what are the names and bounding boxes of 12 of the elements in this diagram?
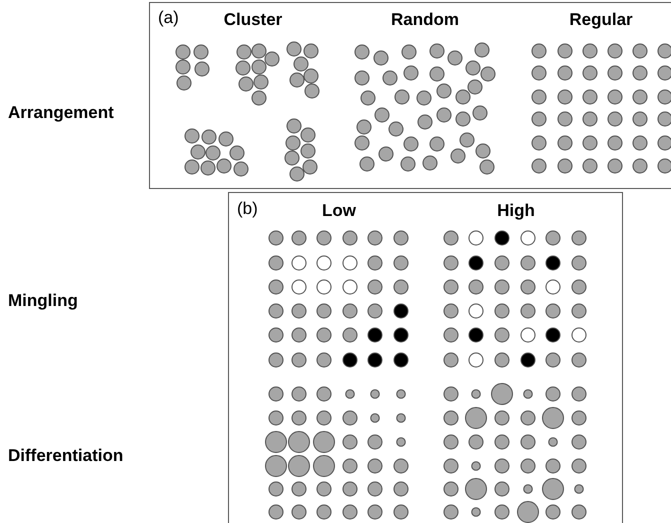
column-heading: Cluster [224, 11, 282, 28]
column-heading: Low [322, 202, 356, 219]
panel-letter: (a) [158, 9, 179, 26]
row-label: Differentiation [8, 447, 124, 464]
panel-frame [228, 192, 623, 523]
panel-letter: (b) [237, 200, 258, 217]
row-label: Arrangement [8, 104, 114, 121]
panel-frame [149, 2, 671, 189]
column-heading: Random [391, 11, 459, 28]
column-heading: High [497, 202, 535, 219]
column-heading: Regular [569, 11, 633, 28]
row-label: Mingling [8, 292, 78, 309]
